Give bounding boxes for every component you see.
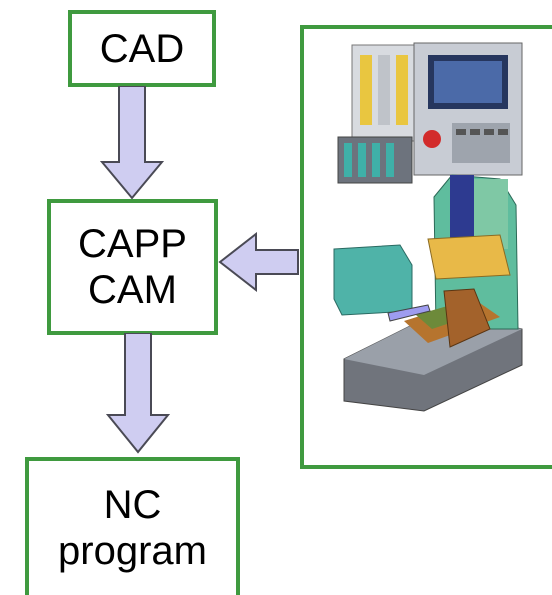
cnc-machine-with-controller-icon [333, 42, 523, 412]
capp-cam-node: CAPP CAM [47, 199, 218, 335]
capp-label: CAPP [78, 222, 187, 266]
cam-label: CAM [88, 268, 177, 312]
arrow-left-machine-to-capp [218, 232, 299, 293]
program-label: program [58, 529, 207, 573]
nc-label: NC [103, 483, 162, 527]
arrow-down-capp-to-nc [106, 333, 170, 454]
cad-label: CAD [99, 26, 185, 71]
cad-node: CAD [68, 10, 216, 87]
machine-panel [300, 25, 552, 469]
arrow-down-cad-to-capp [100, 86, 164, 200]
nc-program-node: NC program [25, 457, 240, 595]
